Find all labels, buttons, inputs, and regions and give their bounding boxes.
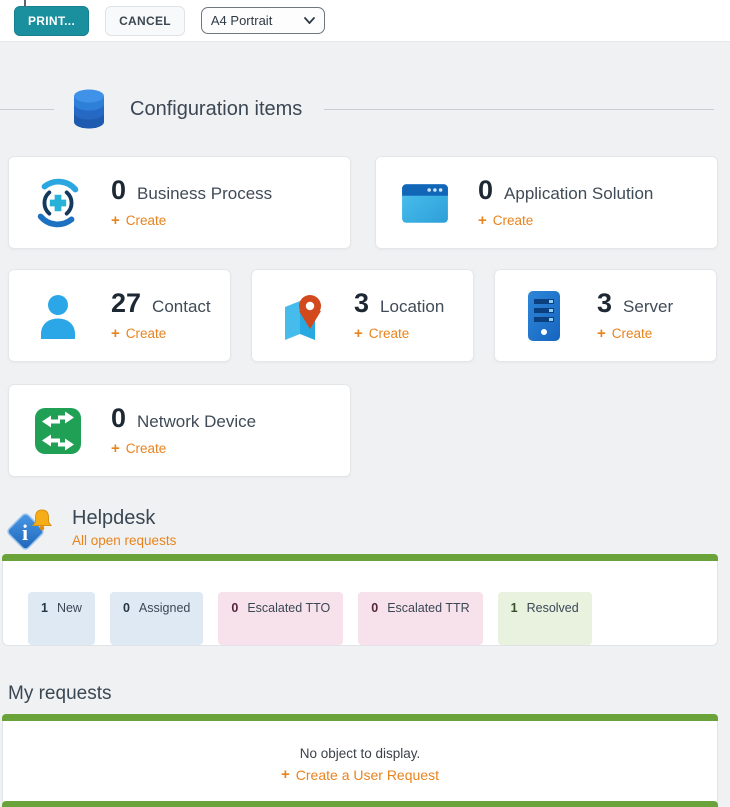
network-switch-icon (35, 407, 81, 454)
text-caret (24, 0, 26, 7)
create-business-process-link[interactable]: + Create (111, 212, 166, 229)
badge-assigned[interactable]: 0 Assigned (109, 592, 204, 645)
badge-escalated-ttr-count: 0 (371, 601, 379, 615)
svg-text:i: i (22, 520, 28, 545)
create-user-request-link[interactable]: + Create a User Request (281, 766, 439, 783)
info-bell-icon: i (7, 509, 52, 550)
badge-new-count: 1 (41, 601, 48, 615)
create-label: Create (611, 326, 653, 341)
label-server: Server (623, 297, 674, 316)
card-server[interactable]: 3 Server + Create (494, 269, 717, 362)
count-business-process: 0 (111, 175, 127, 205)
create-server-link[interactable]: + Create (597, 325, 652, 342)
count-contact: 27 (111, 288, 142, 318)
card-business-process[interactable]: 0 Business Process + Create (8, 156, 351, 249)
label-network-device: Network Device (137, 412, 257, 431)
plus-icon: + (111, 212, 120, 229)
application-window-icon (402, 183, 448, 223)
server-tower-icon (528, 290, 560, 341)
count-network-device: 0 (111, 403, 127, 433)
create-contact-link[interactable]: + Create (111, 325, 166, 342)
plus-icon: + (478, 212, 487, 229)
card-contact[interactable]: 27 Contact + Create (8, 269, 231, 362)
print-button[interactable]: PRINT... (14, 5, 90, 36)
plus-icon: + (281, 766, 290, 783)
print-toolbar: PRINT... CANCEL A4 Portrait (0, 0, 730, 42)
map-pin-icon (285, 294, 321, 340)
card-application-solution[interactable]: 0 Application Solution + Create (375, 156, 718, 249)
plus-icon: + (111, 440, 120, 457)
next-panel-top-bar (2, 801, 718, 807)
config-items-header: Configuration items (0, 88, 714, 130)
badge-assigned-label: Assigned (138, 601, 191, 615)
badge-resolved-count: 1 (510, 601, 518, 615)
create-network-device-link[interactable]: + Create (111, 440, 166, 457)
person-icon (41, 294, 75, 339)
plus-icon: + (354, 325, 363, 342)
badge-escalated-ttr-label: Escalated TTR (387, 601, 470, 615)
count-application-solution: 0 (478, 175, 494, 205)
create-label: Create (125, 213, 167, 228)
label-location: Location (380, 297, 445, 316)
my-requests-panel: No object to display. + Create a User Re… (2, 714, 718, 807)
badge-assigned-count: 0 (122, 601, 130, 615)
create-label: Create (492, 213, 534, 228)
all-open-requests-link[interactable]: All open requests (72, 533, 177, 548)
helpdesk-panel: 1 New 0 Assigned 0 Escalated TTO 0 Escal… (2, 554, 718, 646)
divider-left (0, 108, 54, 110)
my-requests-empty-state: No object to display. + Create a User Re… (2, 721, 718, 807)
my-requests-panel-top-bar (2, 714, 718, 721)
card-location[interactable]: 3 Location + Create (251, 269, 474, 362)
create-user-request-label: Create a User Request (295, 766, 439, 783)
cancel-button[interactable]: CANCEL (105, 5, 185, 36)
plus-icon: + (597, 325, 606, 342)
my-requests-title: My requests (8, 683, 112, 704)
label-contact: Contact (152, 297, 211, 316)
badge-resolved-label: Resolved (526, 601, 579, 615)
config-items-cards: 0 Business Process + Create (0, 156, 730, 477)
create-label: Create (125, 441, 167, 456)
create-application-solution-link[interactable]: + Create (478, 212, 533, 229)
label-application-solution: Application Solution (504, 184, 654, 203)
create-label: Create (125, 326, 167, 341)
label-business-process: Business Process (137, 184, 273, 203)
create-location-link[interactable]: + Create (354, 325, 409, 342)
helpdesk-badges: 1 New 0 Assigned 0 Escalated TTO 0 Escal… (2, 561, 718, 646)
plus-icon: + (111, 325, 120, 342)
business-process-icon (37, 178, 79, 227)
database-icon (74, 89, 104, 129)
helpdesk-header: i Helpdesk All open requests (4, 507, 718, 551)
count-location: 3 (354, 288, 370, 318)
badge-resolved[interactable]: 1 Resolved (497, 592, 592, 645)
paper-format-select[interactable]: A4 Portrait (200, 7, 325, 34)
badge-new-label: New (56, 601, 82, 615)
config-items-title: Configuration items (130, 97, 303, 120)
helpdesk-panel-top-bar (2, 554, 718, 561)
divider-right (324, 108, 714, 110)
empty-message: No object to display. (299, 746, 421, 761)
badge-escalated-tto-label: Escalated TTO (247, 601, 331, 615)
count-server: 3 (597, 288, 613, 318)
badge-escalated-tto-count: 0 (231, 601, 239, 615)
card-network-device[interactable]: 0 Network Device + Create (8, 384, 351, 477)
paper-format-value: A4 Portrait (210, 13, 273, 28)
helpdesk-title: Helpdesk (72, 507, 156, 529)
chevron-down-icon (303, 17, 315, 24)
badge-escalated-tto[interactable]: 0 Escalated TTO (218, 592, 344, 645)
create-label: Create (368, 326, 410, 341)
badge-escalated-ttr[interactable]: 0 Escalated TTR (358, 592, 483, 645)
badge-new[interactable]: 1 New (28, 592, 95, 645)
